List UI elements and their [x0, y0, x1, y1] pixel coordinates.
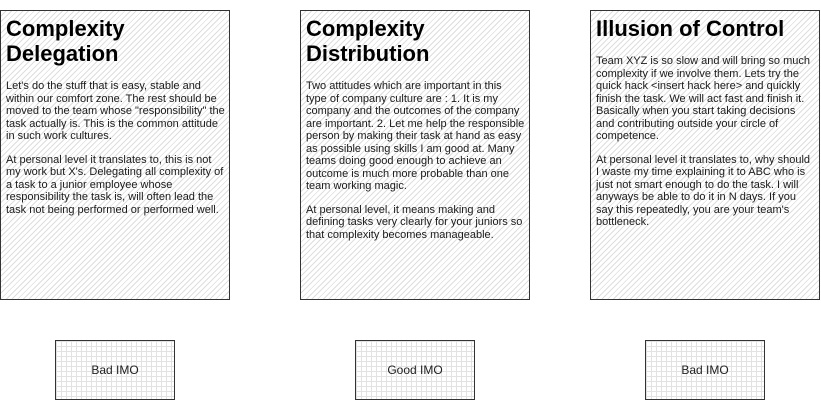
opinion-tag-delegation: Bad IMO	[55, 340, 175, 400]
card-complexity-distribution: Complexity Distribution Two attitudes wh…	[300, 10, 530, 300]
card-title: Illusion of Control	[596, 16, 785, 41]
opinion-tag-label: Good IMO	[387, 363, 443, 377]
card-paragraph: At personal level, it means making and d…	[306, 203, 523, 241]
card-complexity-delegation: Complexity Delegation Let's do the stuff…	[0, 10, 230, 300]
card-title: Complexity Delegation	[6, 16, 125, 66]
card-paragraph: Team XYZ is so slow and will bring so mu…	[596, 55, 810, 142]
opinion-tag-distribution: Good IMO	[355, 340, 475, 400]
card-illusion-of-control: Illusion of Control Team XYZ is so slow …	[590, 10, 820, 300]
opinion-tag-label: Bad IMO	[91, 363, 139, 377]
card-paragraph: Let's do the stuff that is easy, stable …	[6, 80, 225, 142]
card-paragraph: At personal level it translates to, this…	[6, 153, 224, 216]
opinion-tag-label: Bad IMO	[681, 363, 729, 377]
card-title: Complexity Distribution	[306, 16, 430, 66]
card-paragraph: Two attitudes which are important in thi…	[306, 80, 525, 192]
card-paragraph: At personal level it translates to, why …	[596, 153, 811, 229]
opinion-tag-illusion: Bad IMO	[645, 340, 765, 400]
